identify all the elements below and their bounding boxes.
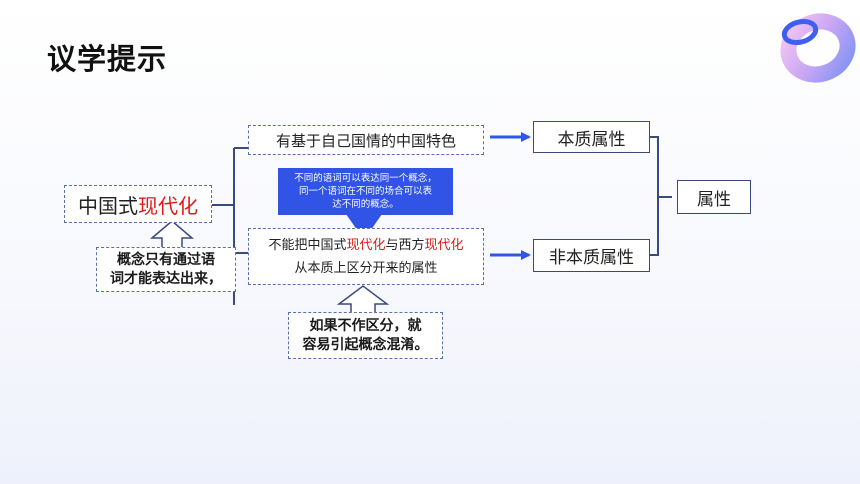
bottom-branch-line2: 从本质上区分开来的属性 (294, 260, 438, 276)
blue-note: 不同的语词可以表达同一个概念， 同一个语词在不同的场合可以表 达不同的概念。 (278, 168, 453, 215)
ring-decoration-icon (780, 13, 856, 83)
bottom-branch-box: 不能把中国式现代化与西方现代化 从本质上区分开来的属性 (248, 228, 484, 285)
bottom-branch-highlight-2: 现代化 (424, 237, 464, 253)
concept-highlight: 现代化 (138, 193, 198, 218)
bottom-branch-line1: 不能把中国式现代化与西方现代化 (268, 234, 463, 257)
blue-note-line3: 达不同的概念。 (332, 199, 399, 210)
concept-prefix: 中国式 (78, 193, 138, 218)
callout-bottom: 如果不作区分，就 容易引起概念混淆。 (288, 312, 443, 359)
top-branch-text: 有基于自己国情的中国特色 (275, 131, 456, 150)
attribute-text: 属性 (697, 189, 731, 210)
blue-note-line1: 不同的语词可以表达同一个概念， (294, 173, 437, 184)
non-essential-attribute-box: 非本质属性 (533, 239, 650, 272)
essential-attribute-box: 本质属性 (533, 121, 650, 153)
bottom-branch-text-a: 不能把中国式 (268, 237, 347, 253)
non-essential-attribute-text: 非本质属性 (549, 248, 634, 268)
bottom-branch-highlight-1: 现代化 (346, 237, 386, 253)
callout-left-line1: 概念只有通过语 (117, 251, 215, 268)
concept-box: 中国式现代化 (64, 185, 212, 223)
attribute-box: 属性 (677, 180, 751, 214)
bottom-branch-text-c: 与西方 (385, 237, 425, 253)
callout-left-line2: 词才能表达出来， (110, 270, 222, 287)
callout-left: 概念只有通过语 词才能表达出来， (96, 247, 236, 292)
blue-note-line2: 同一个语词在不同的场合可以表 (298, 186, 432, 197)
callout-bottom-line2: 容易引起概念混淆。 (302, 336, 429, 353)
page-title: 议学提示 (47, 42, 168, 76)
top-branch-box: 有基于自己国情的中国特色 (248, 125, 484, 155)
essential-attribute-text: 本质属性 (557, 129, 626, 150)
callout-bottom-line1: 如果不作区分，就 (309, 317, 422, 334)
